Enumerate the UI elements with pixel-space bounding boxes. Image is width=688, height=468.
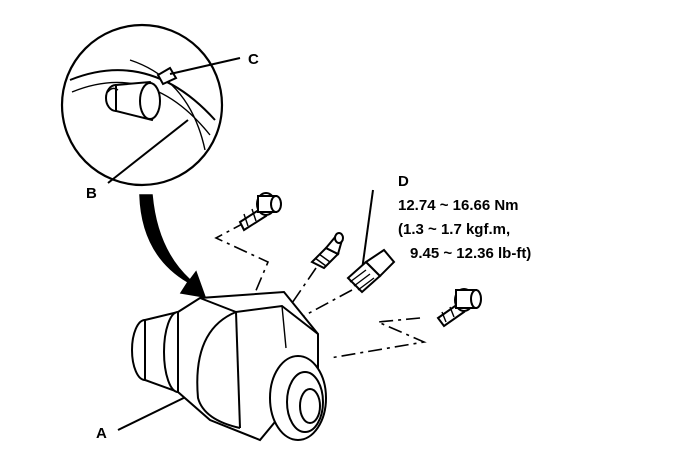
label-d: D xyxy=(398,173,409,190)
torque-spec-line-1: 12.74 ~ 16.66 Nm xyxy=(398,197,519,214)
torque-spec-line-2: (1.3 ~ 1.7 kgf.m, xyxy=(398,221,510,238)
bleeder-screw-icon xyxy=(310,232,344,270)
c-tab-icon xyxy=(156,66,178,86)
wheel-cylinder-icon xyxy=(131,290,327,442)
brake-line-fitting-icon xyxy=(346,248,396,294)
mounting-bolt-left-icon xyxy=(238,192,282,232)
torque-spec: 12.74 ~ 16.66 Nm (1.3 ~ 1.7 kgf.m, 9.45 … xyxy=(398,197,531,262)
label-c: C xyxy=(248,51,259,68)
inset-cylinder-icon xyxy=(105,80,161,122)
label-a: A xyxy=(96,425,107,442)
assembly-lines xyxy=(214,221,427,359)
leader-c xyxy=(169,57,241,75)
mounting-bolt-right-icon xyxy=(436,288,482,328)
torque-spec-line-3: 9.45 ~ 12.36 lb-ft) xyxy=(410,245,531,262)
detail-inset xyxy=(60,23,224,187)
label-b: B xyxy=(86,185,97,202)
leader-d xyxy=(361,189,374,271)
leader-b xyxy=(107,119,189,184)
curved-arrow-icon xyxy=(139,194,207,298)
